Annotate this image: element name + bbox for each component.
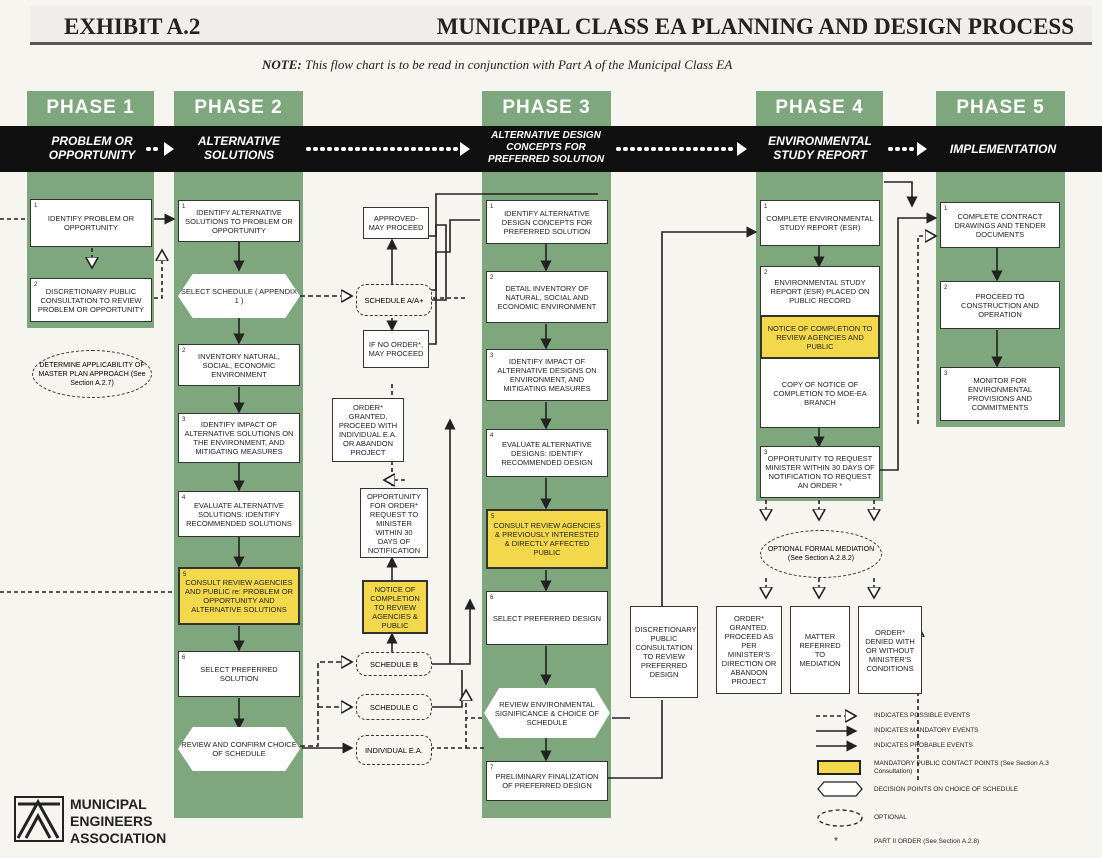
p2-select-schedule-hex: SELECT SCHEDULE ( APPENDIX 1 ) <box>178 274 300 318</box>
exhibit-header: EXHIBIT A.2 MUNICIPAL CLASS EA PLANNING … <box>30 6 1092 45</box>
schedule-b-pill: SCHEDULE B <box>356 652 432 676</box>
legend-star: * <box>834 836 838 847</box>
legend-part2-order: PART II ORDER (See Section A.2.8) <box>874 838 980 845</box>
schedule-aa-pill: SCHEDULE A/A+ <box>356 284 432 316</box>
legend-decision-points: DECISION POINTS ON CHOICE OF SCHEDULE <box>874 786 1019 793</box>
exhibit-title: MUNICIPAL CLASS EA PLANNING AND DESIGN P… <box>436 14 1074 39</box>
note-label: NOTE: <box>262 57 302 72</box>
legend-probable: INDICATES PROBABLE EVENTS <box>874 742 973 749</box>
notice-of-completion-yellow: NOTICE OF COMPLETION TO REVIEW AGENCIES … <box>362 580 428 634</box>
legend-possible: INDICATES POSSIBLE EVENTS <box>874 712 970 719</box>
note: NOTE: This flow chart is to be read in c… <box>262 57 732 73</box>
legend-mandatory: INDICATES MANDATORY EVENTS <box>874 727 979 734</box>
mea-logo-icon <box>14 796 64 842</box>
p4-notice-yellow: NOTICE OF COMPLETION TO REVIEW AGENCIES … <box>760 315 880 359</box>
exhibit-label: EXHIBIT A.2 <box>64 14 201 39</box>
note-text: This flow chart is to be read in conjunc… <box>304 57 733 72</box>
if-no-order: IF NO ORDER*, MAY PROCEED <box>363 330 429 368</box>
legend-optional: OPTIONAL <box>874 814 907 821</box>
opportunity-for-order: OPPORTUNITY FOR ORDER* REQUEST TO MINIST… <box>360 488 428 558</box>
phase-5-tab: PHASE 5 <box>956 97 1045 118</box>
band-label-5: IMPLEMENTATION <box>949 142 1057 156</box>
phase-2-tab: PHASE 2 <box>194 97 283 118</box>
individual-ea-pill: INDIVIDUAL E.A. <box>356 735 432 765</box>
phase-1-tab: PHASE 1 <box>46 97 135 118</box>
p2-review-confirm-hex: REVIEW AND CONFIRM CHOICE OF SCHEDULE <box>178 727 300 771</box>
master-plan-oval: DETERMINE APPLICABILITY OF MASTER PLAN A… <box>32 350 152 398</box>
order-granted-individual-ea: ORDER* GRANTED, PROCEED WITH INDIVIDUAL … <box>332 398 404 462</box>
order-granted-branch: ORDER* GRANTED. PROCEED AS PER MINISTER'… <box>716 606 782 694</box>
p3-review-significance-hex: REVIEW ENVIRONMENTAL SIGNIFICANCE & CHOI… <box>484 688 610 738</box>
order-denied-branch: ORDER* DENIED WITH OR WITHOUT MINISTER'S… <box>858 606 922 694</box>
p4-copy-notice: COPY OF NOTICE OF COMPLETION TO MOE-EA B… <box>760 358 880 428</box>
phase-4-tab: PHASE 4 <box>775 97 864 118</box>
schedule-c-pill: SCHEDULE C <box>356 694 432 720</box>
phase-3-tab: PHASE 3 <box>502 97 591 118</box>
discretionary-public-consultation: DISCRETIONARY PUBLIC CONSULTATION TO REV… <box>630 606 698 698</box>
legend-contact-points: MANDATORY PUBLIC CONTACT POINTS (See Sec… <box>874 760 1049 775</box>
matter-referred-mediation: MATTER REFERRED TO MEDIATION <box>790 606 850 694</box>
mediation-oval: OPTIONAL FORMAL MEDIATION (See Section A… <box>760 530 882 578</box>
approved-may-proceed: APPROVED- MAY PROCEED <box>363 207 429 239</box>
